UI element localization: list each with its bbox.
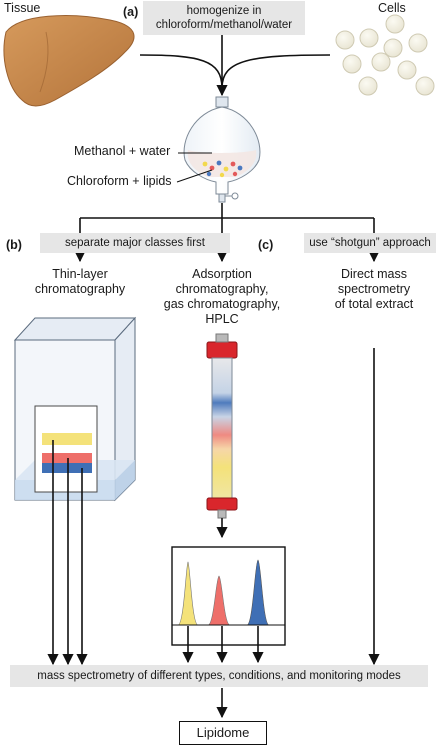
ads-line1: Adsorption <box>192 267 252 281</box>
tlc-arrows <box>47 440 88 666</box>
merge-connector <box>139 24 331 97</box>
chromatogram <box>171 546 286 664</box>
cells-illustration <box>335 14 435 96</box>
lower-layer-label: Chloroform + lipids <box>67 174 172 188</box>
ms-line3: of total extract <box>334 297 414 311</box>
step-b-label: (b) <box>6 238 22 252</box>
ads-line4: HPLC <box>205 312 239 326</box>
upper-layer-label: Methanol + water <box>74 144 171 158</box>
ads-line2: chromatography, <box>175 282 269 296</box>
ads-line3: gas chromatography, <box>163 297 281 311</box>
direct-ms-label: Direct mass spectrometry of total extrac… <box>318 267 430 312</box>
step-a-label: (a) <box>123 5 139 19</box>
adsorption-label: Adsorption chromatography, gas chromatog… <box>152 267 292 327</box>
ms-line2: spectrometry <box>337 282 411 296</box>
liver-illustration <box>3 15 135 107</box>
lipidome-box: Lipidome <box>179 721 267 745</box>
homogenize-box: homogenize in chloroform/methanol/water <box>143 1 305 35</box>
tlc-line2: chromatography <box>34 282 126 296</box>
homogenize-line1: homogenize in <box>186 5 262 17</box>
separatory-funnel <box>176 96 261 203</box>
step-c-label: (c) <box>258 238 274 252</box>
cells-label: Cells <box>378 1 406 15</box>
tlc-line1: Thin-layer <box>52 267 108 281</box>
shotgun-box: use “shotgun” approach <box>304 233 436 253</box>
tissue-label: Tissue <box>4 1 41 15</box>
tlc-tank <box>13 316 137 502</box>
homogenize-line2: chloroform/methanol/water <box>155 19 293 31</box>
mass-spec-box: mass spectrometry of different types, co… <box>10 665 428 687</box>
tlc-label: Thin-layer chromatography <box>20 267 140 297</box>
chromatography-column <box>206 333 238 539</box>
separate-classes-box: separate major classes first <box>40 233 230 253</box>
ms-line1: Direct mass <box>341 267 407 281</box>
